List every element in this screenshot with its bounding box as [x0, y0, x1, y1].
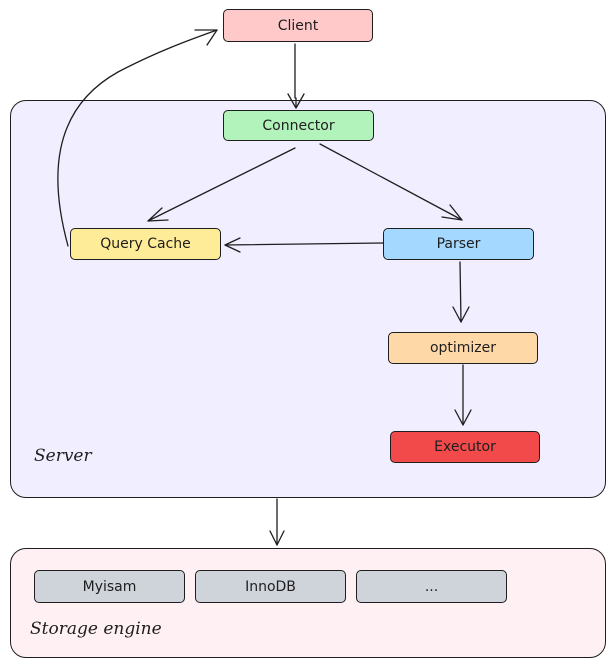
- optimizer-node: optimizer: [388, 332, 538, 364]
- edge-query-cache-to-client: [57, 29, 218, 247]
- arrowhead-query-cache-to-client: [194, 29, 218, 46]
- arrowhead-connector-to-parser: [441, 204, 463, 221]
- query-cache-label: Query Cache: [100, 236, 191, 252]
- storage-engine-region: [10, 548, 606, 658]
- edge-parser-to-optimizer: [459, 261, 462, 323]
- innodb-node: InnoDB: [195, 570, 346, 603]
- edge-connector-to-query-cache: [147, 147, 296, 222]
- executor-node: Executor: [390, 431, 540, 463]
- innodb-label: InnoDB: [245, 578, 296, 595]
- client-label: Client: [277, 17, 319, 34]
- executor-label: Executor: [434, 439, 496, 455]
- edge-client-to-connector: [294, 43, 297, 109]
- arrowhead-parser-to-optimizer: [452, 306, 470, 323]
- parser-label: Parser: [436, 236, 481, 252]
- edge-parser-to-query-cache: [224, 242, 385, 246]
- myisam-label: Myisam: [82, 578, 137, 595]
- arrowhead-client-to-connector: [287, 93, 305, 109]
- parser-node: Parser: [383, 228, 534, 260]
- server-label: Server: [34, 446, 92, 466]
- arrowhead-server-to-storage-engine: [269, 530, 285, 546]
- arrowhead-connector-to-query-cache: [147, 207, 169, 222]
- query-cache-node: Query Cache: [70, 228, 221, 260]
- client-node: Client: [223, 9, 373, 42]
- more-engines-node: ...: [356, 570, 507, 603]
- optimizer-label: optimizer: [429, 340, 497, 356]
- connector-label: Connector: [262, 117, 335, 134]
- arrowhead-optimizer-to-executor: [454, 409, 472, 426]
- connector-node: Connector: [223, 110, 374, 141]
- edge-connector-to-parser: [319, 143, 463, 221]
- arrowhead-parser-to-query-cache: [224, 237, 241, 253]
- myisam-node: Myisam: [34, 570, 185, 603]
- storage-engine-label: Storage engine: [30, 619, 162, 639]
- more-engines-label: ...: [424, 578, 439, 595]
